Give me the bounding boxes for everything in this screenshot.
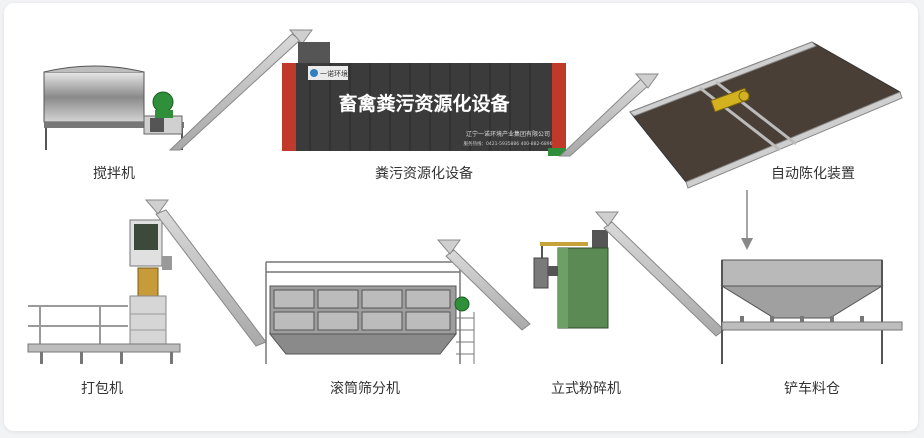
container-title: 畜禽粪污资源化设备 (338, 92, 510, 115)
label-bin: 铲车料仓 (784, 380, 840, 396)
packer-machine (27, 219, 181, 364)
conveyor-1 (168, 29, 313, 151)
loader-bin (720, 259, 903, 364)
main-equipment-container: 一诺环境 畜禽粪污资源化设备 辽宁一诺环境产业集团有限公司 服务热线：0421-… (282, 42, 566, 151)
label-main-equipment: 粪污资源化设备 (375, 165, 473, 181)
label-crusher: 立式粉碎机 (551, 380, 621, 396)
container-phone: 服务热线：0421-5935886 400-882-6896 (464, 140, 553, 147)
conveyor-4 (436, 239, 531, 331)
conveyor-2 (548, 73, 659, 157)
label-packer: 打包机 (81, 380, 123, 396)
label-screen: 滚筒筛分机 (330, 380, 400, 396)
container-company: 辽宁一诺环境产业集团有限公司 (466, 130, 550, 138)
conveyor-5 (594, 211, 725, 337)
vertical-crusher (533, 230, 609, 329)
label-mixer: 搅拌机 (93, 165, 135, 181)
drum-screen (265, 261, 475, 364)
mixer-machine (43, 65, 184, 150)
container-brand: 一诺环境 (320, 69, 348, 78)
aging-device (629, 41, 903, 189)
conveyor-3 (144, 199, 267, 347)
label-aging: 自动陈化装置 (771, 165, 855, 181)
